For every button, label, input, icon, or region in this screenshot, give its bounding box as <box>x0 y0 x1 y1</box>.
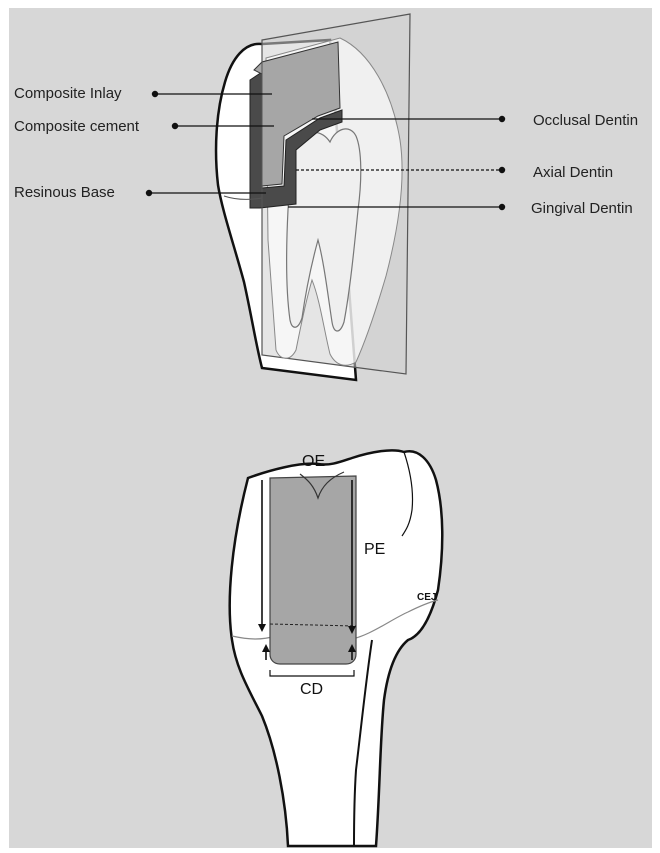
label-composite-inlay: Composite Inlay <box>14 85 122 102</box>
label-gingival-dentin: Gingival Dentin <box>531 200 633 217</box>
label-oe: OE <box>302 453 325 470</box>
label-cej: CEJ <box>417 592 436 603</box>
label-composite-cement: Composite cement <box>14 118 140 135</box>
cavity-preparation <box>270 476 356 664</box>
sectioned-tooth-diagram: Composite Inlay Composite cement Resinou… <box>14 14 638 380</box>
label-pe: PE <box>364 541 385 558</box>
cavity-tooth-diagram: OE PE CEJ CD <box>230 450 443 846</box>
label-resinous-base: Resinous Base <box>14 184 115 201</box>
label-cd: CD <box>300 681 323 698</box>
label-axial-dentin: Axial Dentin <box>533 164 613 181</box>
label-occlusal-dentin: Occlusal Dentin <box>533 112 638 129</box>
